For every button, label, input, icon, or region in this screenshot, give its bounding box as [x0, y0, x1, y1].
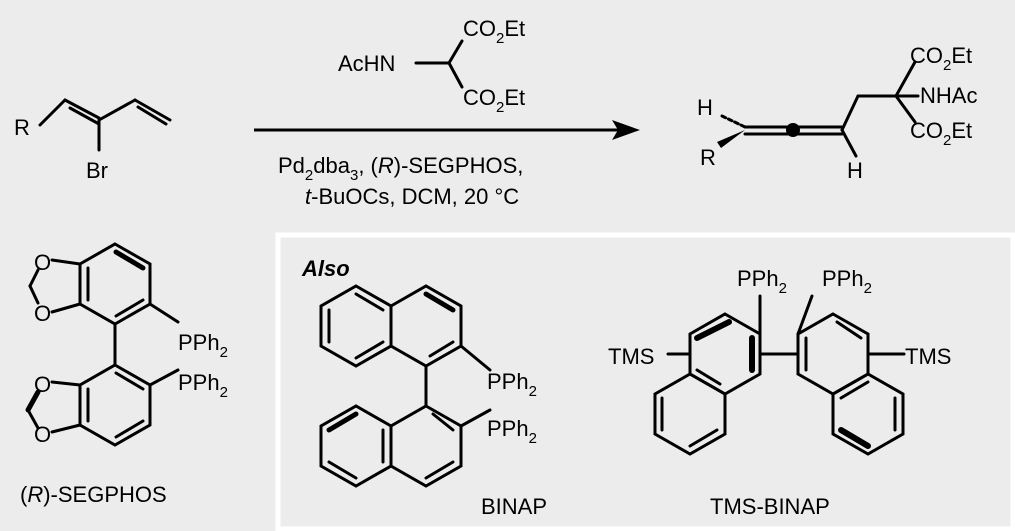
reagent-ester-bottom: CO2Et	[463, 85, 525, 116]
product-h-bottom: H	[847, 158, 863, 183]
binap-pph2-top: PPh2	[487, 369, 537, 400]
binap-structure	[319, 284, 492, 488]
product-nhac-label: NHAc	[920, 83, 977, 108]
product-allene	[720, 60, 920, 158]
tms-binap-structure	[653, 294, 906, 456]
binap-pph2-bottom: PPh2	[487, 416, 537, 447]
segphos-o-1: O	[34, 250, 51, 275]
tms-binap-pph2-left: PPh2	[737, 266, 787, 297]
substrate-bromodiene	[38, 98, 172, 152]
product-ester-top: CO2Et	[910, 43, 972, 74]
conditions-line-1: Pd2dba3, (R)-SEGPHOS,	[278, 153, 523, 184]
tms-binap-caption: TMS-BINAP	[710, 494, 830, 519]
reaction-arrow	[254, 120, 640, 140]
reagent-achn-label: AcHN	[338, 51, 395, 76]
tms-binap-tms-left: TMS	[608, 344, 654, 369]
segphos-o-2: O	[34, 301, 51, 326]
product-ester-bottom: CO2Et	[910, 118, 972, 149]
segphos-structure	[25, 242, 180, 447]
substrate-r-label: R	[14, 115, 30, 140]
segphos-caption: (R)-SEGPHOS	[20, 482, 167, 507]
segphos-o-3: O	[34, 372, 51, 397]
product-r-label: R	[700, 145, 716, 170]
product-wedge-bond	[717, 130, 745, 148]
segphos-pph2-top: PPh2	[178, 330, 228, 361]
binap-caption: BINAP	[481, 494, 547, 519]
segphos-pph2-bottom: PPh2	[178, 370, 228, 401]
reagent-acetamidomalonate	[414, 39, 464, 89]
tms-binap-pph2-right: PPh2	[822, 266, 872, 297]
product-h-top: H	[697, 95, 713, 120]
tms-binap-tms-right: TMS	[905, 344, 951, 369]
allene-center-dot	[786, 123, 800, 137]
reagent-ester-top: CO2Et	[463, 16, 525, 47]
conditions-line-2: t-BuOCs, DCM, 20 °C	[305, 184, 519, 209]
substrate-br-label: Br	[86, 158, 108, 183]
segphos-o-4: O	[34, 422, 51, 447]
also-heading: Also	[301, 256, 350, 281]
also-panel	[275, 232, 1015, 531]
